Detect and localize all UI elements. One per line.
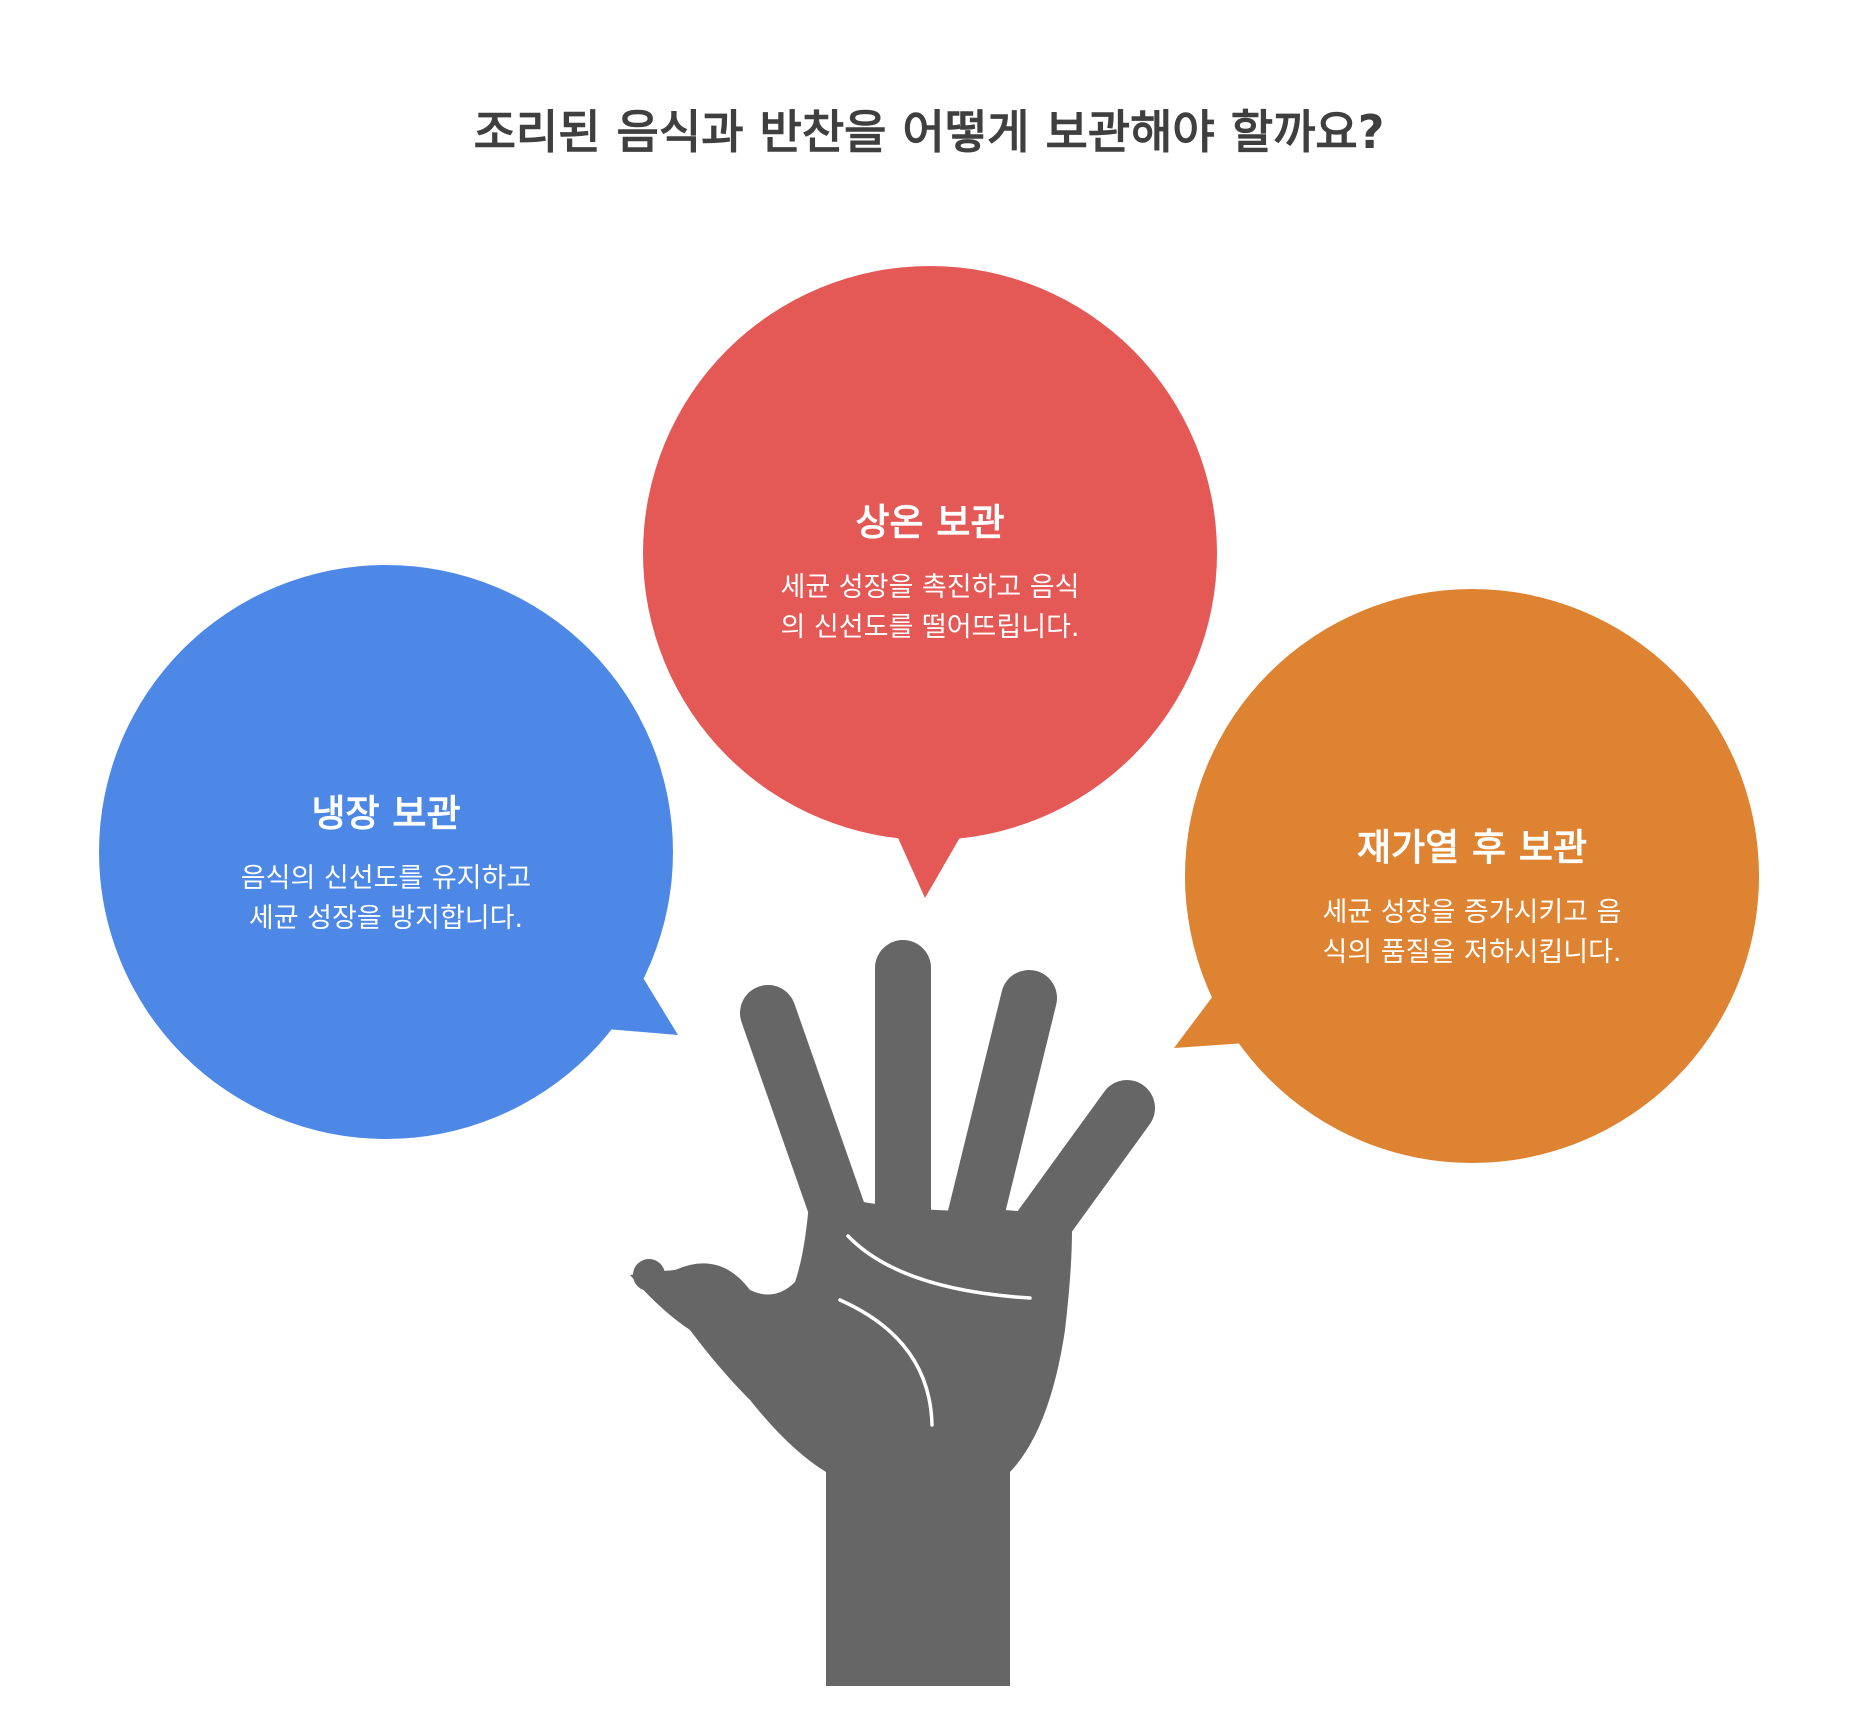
raised-hand-icon — [630, 940, 1155, 1686]
bubble-refrigeration-circle — [99, 565, 673, 1139]
bubble-refrigeration — [99, 565, 678, 1139]
palm-line-upper — [846, 1234, 1032, 1300]
bubble-refrigeration-title: 냉장 보관 — [311, 792, 461, 835]
bubble-room-temp-tail — [890, 820, 970, 898]
bubble-reheat-line2: 식의 품질을 저하시킵니다. — [1322, 937, 1622, 968]
page-title: 조리된 음식과 반찬을 어떻게 보관해야 할까요? — [473, 105, 1385, 159]
bubble-room-temp — [643, 266, 1217, 898]
bubble-refrigeration-text: 냉장 보관 음식의 신선도를 유지하고 세균 성장을 방지합니다. — [186, 783, 586, 939]
bubble-room-temp-line2: 의 신선도를 떨어뜨립니다. — [780, 612, 1080, 643]
bubble-room-temp-circle — [643, 266, 1217, 840]
palm-line-lower — [838, 1298, 934, 1427]
bubble-room-temp-text: 상온 보관 세균 성장을 촉진하고 음식 의 신선도를 떨어뜨립니다. — [730, 492, 1130, 648]
bubble-refrigeration-line1: 음식의 신선도를 유지하고 — [240, 863, 532, 894]
bubble-reheat-text: 재가열 후 보관 세균 성장을 증가시키고 음 식의 품질을 저하시킵니다. — [1272, 817, 1672, 973]
palm — [630, 1190, 1072, 1686]
bubble-room-temp-title: 상온 보관 — [855, 501, 1005, 544]
bubble-reheat-circle — [1185, 589, 1759, 1163]
bubble-refrigeration-line2: 세균 성장을 방지합니다. — [248, 903, 524, 934]
bubble-reheat-title: 재가열 후 보관 — [1356, 826, 1587, 869]
thumb-tip — [633, 1259, 665, 1291]
finger-index — [1012, 1080, 1155, 1256]
bubble-room-temp-line1: 세균 성장을 촉진하고 음식 — [780, 572, 1080, 603]
bubble-reheat-tail — [1174, 960, 1290, 1048]
bubble-reheat — [1174, 589, 1759, 1163]
bubble-refrigeration-tail — [560, 940, 678, 1035]
bubble-reheat-line1: 세균 성장을 증가시키고 음 — [1322, 897, 1622, 928]
